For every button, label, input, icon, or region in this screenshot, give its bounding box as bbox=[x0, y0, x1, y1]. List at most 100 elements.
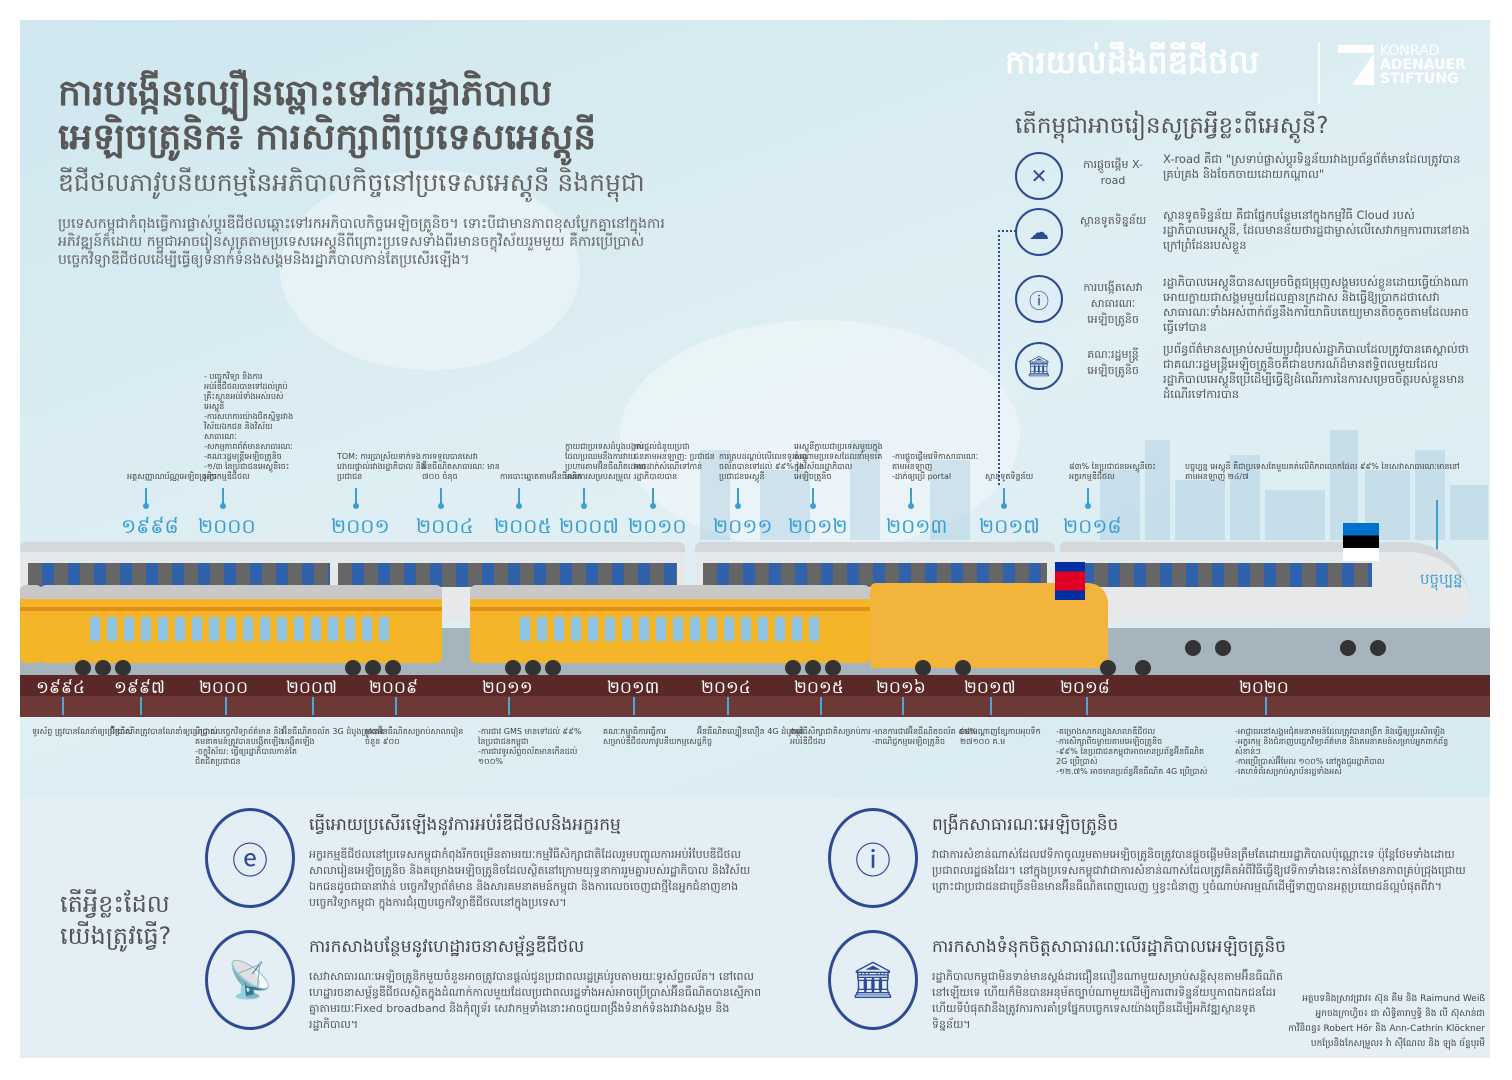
train-windows bbox=[520, 617, 820, 641]
timeline-tick bbox=[735, 488, 741, 509]
present-label: បច្ចុប្បន្ន bbox=[1420, 570, 1463, 588]
blue-train-nose bbox=[1060, 542, 1470, 622]
timeline-year: ២០០០ bbox=[199, 678, 248, 698]
divider bbox=[1318, 42, 1320, 104]
building-silhouette bbox=[700, 450, 730, 540]
event-text: -គម្រោងសាកល្បងសាលាឌីជីថល -ការសិក្សាពីចម្… bbox=[1056, 727, 1208, 776]
lessons-question: តើកម្ពុជាអាចរៀនសូត្រអ្វីខ្លះពីអេស្តូនី? bbox=[1015, 113, 1329, 139]
timeline-year: ១៩៩៧ bbox=[114, 678, 165, 698]
wheel-icon bbox=[955, 660, 971, 676]
event-text: ការផ្តល់ជំនួយប្រជាជនតាមអនឡាញ: ប្រជាជនអាច… bbox=[634, 442, 715, 481]
timeline-year: ២០២០ bbox=[1239, 678, 1289, 698]
government-building-icon: 🏛 bbox=[1015, 342, 1063, 390]
logo-word: ADENAUER bbox=[1380, 57, 1466, 73]
car-band bbox=[470, 607, 870, 611]
timeline-year: ២០១៨ bbox=[1060, 678, 1110, 698]
lesson-desc: ស្ថានទូតទិន្នន័យ គឺជាផ្នែកបន្ថែមនៅក្នុងក… bbox=[1163, 208, 1470, 252]
blue-train-car bbox=[695, 542, 1055, 622]
cloud-data-icon: ☁ bbox=[1015, 208, 1063, 256]
wheel-icon bbox=[545, 660, 561, 676]
building-silhouette bbox=[1330, 430, 1358, 540]
event-text: -អាជ្ញាធរនៅសង្គមជុំគមនាគមន៍ដែលត្រូវបានពង… bbox=[1235, 727, 1449, 776]
timeline-tick bbox=[650, 488, 656, 509]
lesson-label: ការបង្កើតសេវាសាធារណៈអេឡិចត្រូនិច bbox=[1083, 281, 1143, 326]
building-silhouette bbox=[760, 470, 810, 540]
event-text: អត្តសញ្ញាណប័ណ្ណអេឡិចត្រូនិច bbox=[127, 472, 217, 481]
e-service-icon: ⓘ bbox=[1015, 275, 1063, 323]
kas-logo: KONRAD ADENAUER STIFTUNG bbox=[1338, 44, 1466, 86]
connector-line bbox=[998, 230, 1016, 232]
timeline-event: ៨៣% នៃប្រជាជនអេស្តូនីចេះអក្ខរកម្មឌីជីថល bbox=[1069, 0, 1169, 482]
timeline-tick bbox=[727, 697, 729, 715]
event-text: អ៊ីនធឺណិតចល័ត 3G ដំបូងត្រូវបានបង្កើតឡើង bbox=[282, 727, 385, 746]
timeline-year: ២០០៩ bbox=[369, 678, 418, 698]
event-text: - បច្ចេកវិទ្យា និងការអប់រំឌីជីថលបានទៅដល់… bbox=[204, 372, 294, 481]
logo-word: KONRAD bbox=[1380, 43, 1440, 59]
card-title: ធ្វើអោយប្រសើរឡើងនូវការអប់រំឌីជីថលនិងអក្ខ… bbox=[309, 815, 621, 835]
timeline-year: ២០១០ bbox=[628, 514, 687, 538]
timeline-tick bbox=[990, 697, 992, 715]
event-text: អាជ្ញាធរបច្ចេកវិទ្យាព័ត៌មាន និងគមនាគមន៍ត… bbox=[195, 727, 297, 766]
timeline-year: ២០១១ bbox=[713, 514, 773, 538]
timeline-event: - បច្ចេកវិទ្យា និងការអប់រំឌីជីថលបានទៅដល់… bbox=[204, 0, 304, 482]
wheel-icon bbox=[115, 660, 131, 676]
event-text: អេស្តូនីក្លាយជាប្រទេសមួយក្នុងចំណោមប្រទេស… bbox=[794, 442, 883, 481]
timeline-tick bbox=[438, 488, 444, 509]
connector-line bbox=[998, 230, 1000, 485]
building-silhouette bbox=[930, 460, 970, 540]
lesson-desc: រដ្ឋាភិបាលអេស្តូនីបានសម្រេចចិត្តជម្រុញសង… bbox=[1163, 275, 1469, 334]
wheel-icon bbox=[785, 660, 801, 676]
cambodia-flag-icon bbox=[1055, 562, 1085, 600]
lesson-item: ⓘ ការបង្កើតសេវាសាធារណៈអេឡិចត្រូនិច រដ្ឋា… bbox=[1015, 275, 1475, 335]
event-text: គណៈកម្មាធិការធ្វើការសម្រាប់ឌីជីថលភាវូបនី… bbox=[603, 727, 713, 746]
lesson-label: ស្ថានទូតទិន្នន័យ bbox=[1079, 214, 1147, 227]
card-body: អក្ខរកម្មឌីជីថលនៅប្រទេសកម្ពុជាកំពុងរីកចម… bbox=[309, 848, 751, 909]
event-text: មានអ៊ីនធឺណិតសម្រាប់សាលារៀនចំនួន ៩០០ bbox=[365, 727, 464, 746]
wheel-icon bbox=[365, 660, 381, 676]
action-card: ⓘ ពង្រីកសាធារណៈអេឡិចត្រូនិច វាជាការសំខាន… bbox=[828, 808, 1468, 908]
action-card: 📡 ការកសាងបន្ថែមនូវហេដ្ឋារចនាសម្ព័ន្ធឌីជី… bbox=[205, 930, 765, 1033]
wheel-icon bbox=[1370, 640, 1386, 656]
event-text: ការបោះឆ្នោតតាមអ៊ីនធឺណិត bbox=[500, 472, 582, 481]
lesson-item: 🏛 គណៈរដ្ឋមន្ត្រីអេឡិចត្រូនិច ប្រព័ន្ធព័ត… bbox=[1015, 342, 1475, 402]
timeline-year: ១៩៩៤ bbox=[36, 678, 85, 698]
timeline-tick bbox=[140, 697, 142, 715]
page-title: ការបង្កើនល្បឿនឆ្ពោះទៅរករដ្ឋាភិបាល អេឡិចត… bbox=[58, 72, 596, 160]
timeline-year: ២០១៣ bbox=[607, 678, 660, 698]
building-silhouette bbox=[1265, 490, 1325, 540]
building-silhouette bbox=[850, 440, 880, 540]
card-title: ការកសាងទំនុកចិត្តសាធារណៈលើរដ្ឋាភិបាលអេឡិ… bbox=[932, 937, 1286, 957]
wheel-icon bbox=[505, 660, 521, 676]
timeline-event: ស្ថានទូតទិន្នន័យ bbox=[985, 0, 1085, 482]
lesson-label: ការផ្តួចផ្តើម X-road bbox=[1083, 158, 1143, 187]
credit-line: អ្នកចងក្រាហ្វិច៖ ជា សិទ្ធិតារាឬទ្ធិ និង … bbox=[1315, 1009, 1485, 1019]
building-silhouette bbox=[1415, 450, 1445, 540]
lesson-desc: ប្រព័ន្ធព័ត៌មានសម្រាប់សម័យប្រជុំរបស់រដ្ឋ… bbox=[1163, 342, 1469, 401]
wheel-icon bbox=[1340, 640, 1356, 656]
car-band bbox=[40, 607, 442, 611]
kas-logo-mark-icon bbox=[1338, 45, 1374, 85]
wheel-icon bbox=[345, 660, 361, 676]
timeline-event: ការគ្របដណ្តប់លើលេខទូរសព្ទចល័តបានទៅដល់ ៩៩… bbox=[719, 0, 819, 482]
train-windows bbox=[1060, 558, 1380, 592]
card-body: រដ្ឋាភិបាលកម្ពុជាមិនទាន់មានស្តង់ដារជឿនលឿ… bbox=[932, 970, 1283, 1031]
timeline-year: ២០០៧ bbox=[559, 514, 619, 538]
government-shield-icon: 🏛 bbox=[828, 930, 918, 1030]
timeline-year: ២០១៦ bbox=[876, 678, 926, 698]
wheel-icon bbox=[805, 660, 821, 676]
timeline-tick bbox=[1085, 488, 1091, 509]
building-silhouette bbox=[1230, 455, 1260, 540]
timeline-tick bbox=[395, 697, 397, 715]
timeline-year: ២០០១ bbox=[331, 514, 390, 538]
timeline-tick bbox=[908, 488, 914, 509]
timeline-year: ២០១៥ bbox=[794, 678, 844, 698]
wheel-icon bbox=[825, 660, 841, 676]
timeline-year: ២០០០ bbox=[198, 514, 256, 538]
wheel-icon bbox=[1215, 640, 1231, 656]
timeline-tick bbox=[1001, 488, 1007, 509]
lesson-item: ✕ ការផ្តួចផ្តើម X-road X-road គឺជា "ស្រទ… bbox=[1015, 152, 1475, 200]
subtitle: ឌីជីថលភាវូបនីយកម្មនៃអភិបាលកិច្ចនៅប្រទេសអ… bbox=[58, 168, 645, 197]
lesson-label: គណៈរដ្ឋមន្ត្រីអេឡិចត្រូនិច bbox=[1087, 348, 1139, 377]
x-road-icon: ✕ bbox=[1015, 152, 1063, 200]
timeline-event: ក្លាយជាប្រទេសដំបូងបង្អស់ដែលប្រឈមនឹងការវា… bbox=[565, 0, 665, 482]
